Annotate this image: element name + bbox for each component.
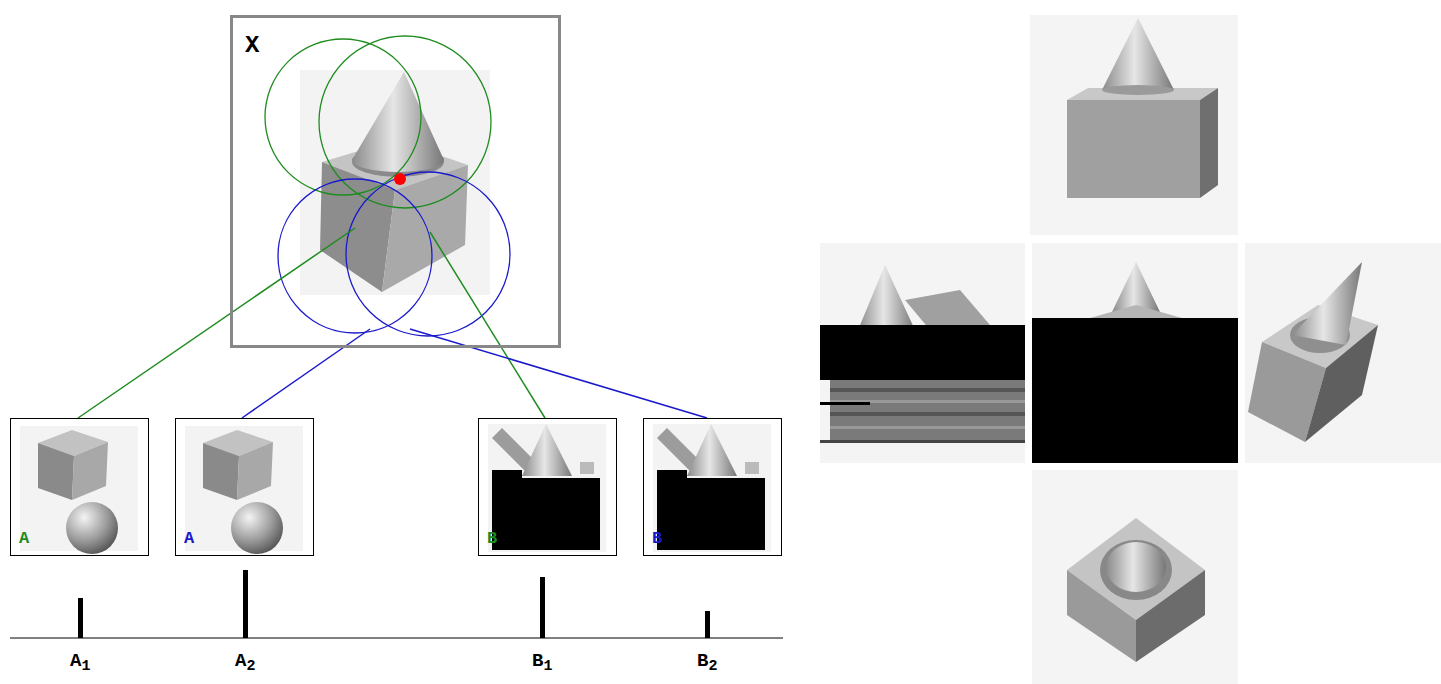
connector-line: [78, 228, 355, 418]
blue-receptive-field: [346, 172, 510, 336]
connector: [242, 329, 370, 418]
label-letter: B: [697, 650, 708, 672]
thumbnail-box: A: [175, 418, 314, 556]
bar: [540, 577, 545, 638]
fixation-dot: [394, 173, 406, 185]
thumbnail-a: [185, 426, 303, 554]
label-subscript: 2: [708, 658, 717, 675]
image-label: X: [245, 34, 259, 58]
label-letter: A: [70, 650, 81, 672]
label-letter: A: [235, 650, 246, 672]
green-receptive-field: [319, 36, 491, 208]
label-letter: B: [532, 650, 543, 672]
class-letter: A: [184, 530, 194, 547]
thumbnail-box: A: [10, 418, 149, 556]
image-frame: X: [230, 15, 561, 348]
connector: [430, 232, 545, 418]
thumbnail-a: [20, 426, 138, 554]
view-center: [1032, 243, 1238, 463]
label-subscript: 1: [543, 658, 552, 675]
blue-receptive-field: [278, 179, 432, 333]
view-bottom: [1032, 470, 1238, 684]
view-right: [1245, 243, 1441, 463]
view-left: [820, 243, 1025, 463]
axis: [10, 638, 783, 639]
bar-label: A2: [235, 652, 255, 674]
bar-label: A1: [70, 652, 90, 674]
thumbnail-box: B: [478, 418, 617, 556]
thumbnail-b: [653, 424, 771, 552]
bar: [78, 598, 83, 638]
class-letter: B: [487, 530, 497, 547]
label-subscript: 2: [246, 658, 255, 675]
class-letter: B: [652, 530, 662, 547]
connector-line: [430, 232, 545, 418]
bar: [705, 611, 710, 638]
class-letter: A: [19, 530, 29, 547]
bar-label: B2: [697, 652, 717, 674]
bar-label: B1: [532, 652, 552, 674]
view-top: [1030, 15, 1238, 235]
connector: [78, 228, 355, 418]
thumbnail-b: [488, 424, 606, 552]
object-render: [300, 70, 490, 295]
bar: [243, 570, 248, 638]
connector-line: [242, 329, 370, 418]
label-subscript: 1: [81, 658, 90, 675]
thumbnail-box: B: [643, 418, 782, 556]
